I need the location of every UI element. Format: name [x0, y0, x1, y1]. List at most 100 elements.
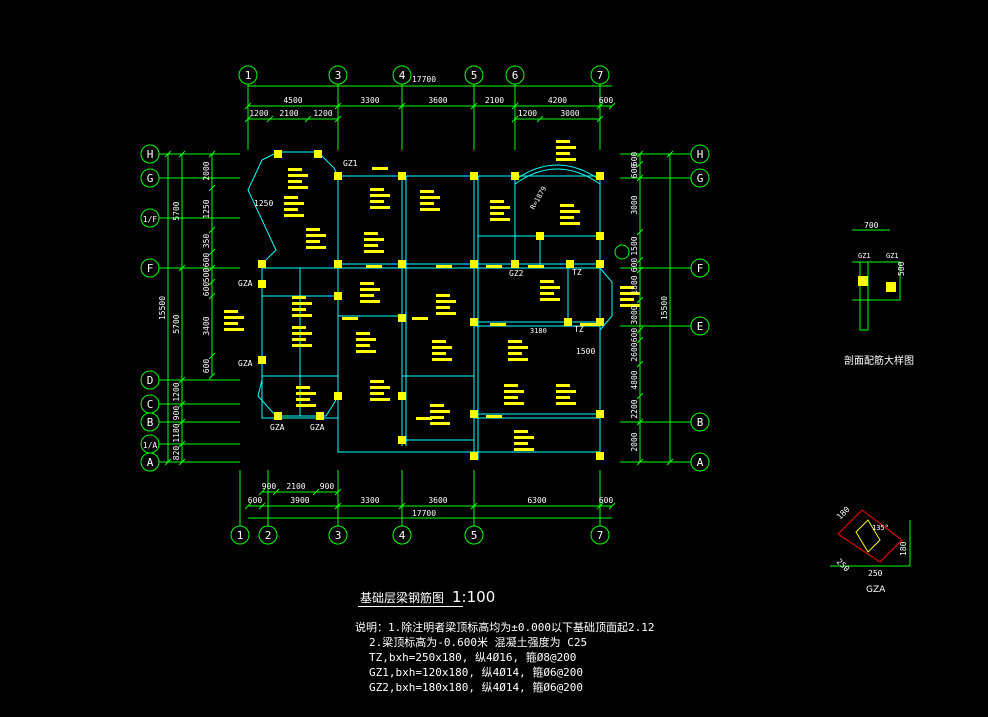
- column: [274, 412, 282, 420]
- rebar-note: [370, 380, 384, 383]
- dim-bottom-row1-tick: [272, 488, 280, 496]
- axis-top-1: 1: [245, 69, 252, 82]
- rebar-note: [370, 188, 384, 191]
- axis-left-B: B: [147, 416, 154, 429]
- dim-left-row1-label: 900: [172, 406, 181, 421]
- rebar-note: [436, 312, 456, 315]
- dim-right-row1-label: 600: [630, 258, 639, 273]
- dim-left-row2-tick: [208, 184, 216, 192]
- rebar-note: [224, 310, 238, 313]
- dim-bottom-row2-tick: [608, 502, 616, 510]
- beam-label: [528, 265, 544, 268]
- dim-top-row1-tick: [334, 102, 342, 110]
- beam-label: [580, 323, 596, 326]
- column: [398, 436, 406, 444]
- axis-left-D-circle: [140, 370, 160, 390]
- dim-bottom-row1-tick: [334, 488, 342, 496]
- dim-left-row2-tick: [208, 292, 216, 300]
- dim-left-row2-label: 500: [202, 268, 211, 283]
- dim-top-row2a-label: 1200: [313, 109, 332, 118]
- beam-label: [366, 265, 382, 268]
- rebar-note: [508, 352, 522, 355]
- rebar-note: [224, 328, 244, 331]
- dim-left-row1-tick: [178, 400, 186, 408]
- column: [511, 260, 519, 268]
- dim-right-row1-label: 1800: [630, 275, 639, 294]
- axis-right-B-circle: [690, 412, 710, 432]
- detail1-gz1-b: GZ1: [886, 252, 899, 260]
- dim-left-row2-label: 2000: [202, 161, 211, 180]
- rebar-note: [292, 344, 312, 347]
- rebar-note: [288, 168, 302, 171]
- rebar-note: [360, 282, 374, 285]
- column: [470, 410, 478, 418]
- beam-label: [342, 317, 358, 320]
- dim-left-row2-tick: [208, 372, 216, 380]
- dim-bottom-row2-label: 3900: [290, 496, 309, 505]
- dim-bottom-row2-tick: [470, 502, 478, 510]
- rebar-note: [292, 326, 306, 329]
- rebar-note: [508, 340, 522, 343]
- rebar-note: [540, 286, 560, 289]
- dim-left-row1-tick: [178, 376, 186, 384]
- dim-top-row2b-tick: [511, 115, 519, 123]
- axis-right-F: F: [697, 262, 704, 275]
- axis-bottom-5-circle: [464, 525, 484, 545]
- title-underline: [358, 606, 463, 607]
- dim-left-row1-label: 820: [172, 446, 181, 461]
- dim-right-row1-label: 2000: [630, 432, 639, 451]
- dim-right-row1-label: 600: [630, 328, 639, 343]
- detail1-gz1-a: GZ1: [858, 252, 871, 260]
- dim-top-row1-tick: [470, 102, 478, 110]
- beam-label: [486, 265, 502, 268]
- dim-right-row1-tick: [636, 296, 644, 304]
- dim-right-row1-label: 3000: [630, 305, 639, 324]
- column: [596, 318, 604, 326]
- rebar-note: [292, 314, 312, 317]
- dim-left-total-tick: [164, 458, 172, 466]
- dim-bottom-row1-tick: [312, 488, 320, 496]
- beam-label: [490, 323, 506, 326]
- rebar-note: [292, 302, 312, 305]
- dim-right-total-label: 15500: [660, 296, 669, 320]
- rebar-note: [560, 204, 574, 207]
- dim-top-row1-label: 600: [599, 96, 614, 105]
- rebar-note: [430, 410, 450, 413]
- axis-bottom-2-circle: [258, 525, 278, 545]
- dim-bottom-total: 17700: [412, 509, 436, 518]
- dim-bottom-row2-label: 600: [248, 496, 263, 505]
- rebar-note: [556, 396, 570, 399]
- label-1500: 1500: [576, 347, 595, 356]
- dim-right-row1-tick: [636, 326, 644, 334]
- note-line: 2.梁顶标高为-0.600米 混凝土强度为 C25: [369, 636, 588, 649]
- rebar-note: [224, 322, 238, 325]
- dim-left-row2-label: 600: [202, 253, 211, 268]
- label-gz1: GZ1: [343, 159, 358, 168]
- label-3180: 3180: [530, 327, 547, 335]
- axis-left-D: D: [147, 374, 154, 387]
- rebar-note: [292, 308, 306, 311]
- axis-bottom-3-circle: [328, 525, 348, 545]
- rebar-note: [436, 300, 456, 303]
- dim-left-row2-tick: [208, 248, 216, 256]
- rebar-note: [288, 180, 302, 183]
- dim-top-row2a-tick: [266, 115, 274, 123]
- axis-right-G-circle: [690, 168, 710, 188]
- dim-top-row1-label: 2100: [485, 96, 504, 105]
- dim-right-total-tick: [666, 458, 674, 466]
- column: [334, 392, 342, 400]
- dim-left-row1-tick: [178, 458, 186, 466]
- rebar-note: [364, 244, 378, 247]
- detail1-dim-500: 500: [897, 261, 906, 276]
- axis-bottom-4-circle: [392, 525, 412, 545]
- dim-top-row2a-label: 2100: [279, 109, 298, 118]
- dim-left-row2-tick: [208, 150, 216, 158]
- axis-left-1/A: 1/A: [143, 441, 158, 450]
- dim-right-row1-tick: [636, 360, 644, 368]
- column: [536, 232, 544, 240]
- dim-left-row1-label: 5700: [172, 201, 181, 220]
- column: [314, 150, 322, 158]
- axis-right-E-circle: [690, 316, 710, 336]
- rebar-note: [620, 292, 640, 295]
- rebar-note: [370, 392, 384, 395]
